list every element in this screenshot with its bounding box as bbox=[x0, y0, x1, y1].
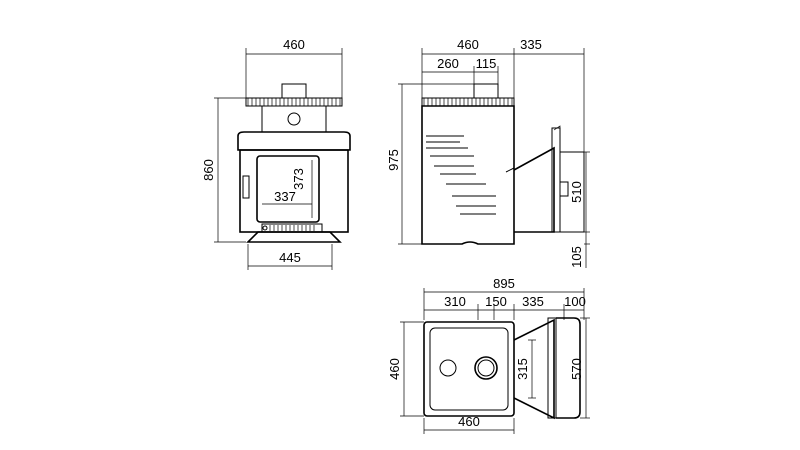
top-chimney-offset-label: 310 bbox=[444, 294, 466, 309]
side-tank-offset-label: 335 bbox=[520, 37, 542, 52]
side-flue-diameter-label: 115 bbox=[476, 56, 497, 71]
front-tank-port-icon bbox=[287, 112, 301, 126]
front-top-width-label: 460 bbox=[283, 37, 305, 52]
front-view: 460 860 337 373 445 bbox=[201, 37, 351, 270]
side-tank-center-offset-label: 260 bbox=[437, 56, 459, 71]
top-bottom-width-label: 460 bbox=[458, 414, 480, 429]
top-tunnel-length-label: 335 bbox=[522, 294, 544, 309]
top-frame-width-label: 570 bbox=[569, 358, 584, 380]
front-glass-width-label: 337 bbox=[274, 189, 296, 204]
side-tunnel-handle-icon bbox=[559, 181, 569, 197]
side-tunnel-height-label: 510 bbox=[569, 181, 584, 203]
front-glass-height-label: 373 bbox=[291, 168, 306, 190]
side-tunnel-base-label: 105 bbox=[569, 246, 584, 268]
front-bottom-width-label: 445 bbox=[279, 250, 301, 265]
top-depth-label: 460 bbox=[387, 358, 402, 380]
side-height-label: 975 bbox=[386, 149, 401, 171]
top-chimney-icon bbox=[474, 356, 498, 380]
top-chimney-diameter-label: 150 bbox=[485, 294, 507, 309]
top-frame-depth-label: 100 bbox=[564, 294, 586, 309]
top-overall-length-label: 895 bbox=[493, 276, 515, 291]
side-top-width-label: 460 bbox=[457, 37, 479, 52]
side-view: 460 335 260 115 975 bbox=[386, 37, 590, 268]
top-view: 895 310 150 335 100 460 315 57 bbox=[387, 276, 590, 434]
front-height-label: 860 bbox=[201, 159, 216, 181]
top-tunnel-width-label: 315 bbox=[515, 358, 530, 380]
top-tank-lid-icon bbox=[439, 359, 457, 377]
